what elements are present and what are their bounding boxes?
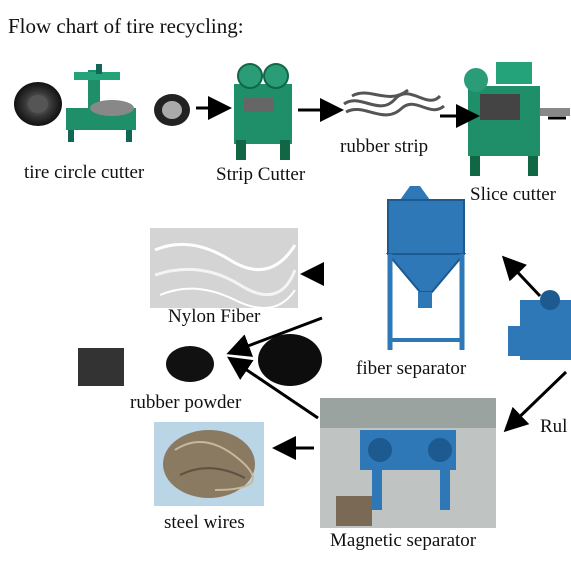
diagram-title: Flow chart of tire recycling: [8, 14, 244, 38]
arrow-fiber-separator-to-rubber-powder [226, 316, 323, 357]
rubber-strip-image [343, 88, 445, 117]
steel-wires-image [154, 422, 264, 506]
flow-arrows [196, 96, 568, 460]
magnetic-separator-label: Magnetic separator [330, 530, 477, 551]
rubber-ring-image [154, 94, 190, 126]
nylon-fiber-label: Nylon Fiber [168, 306, 261, 327]
slice-cutter-image [464, 62, 570, 176]
fiber-separator-image [385, 186, 467, 350]
arrow-rubber-to-fiber-separator [501, 255, 542, 298]
rubber-machine-label: Rul [540, 416, 568, 437]
strip-cutter-image [234, 63, 292, 160]
tire-image [14, 82, 62, 126]
magnetic-separator-image [320, 398, 496, 528]
steel-wires-label: steel wires [164, 512, 245, 533]
arrow-rubber-to-magnetic-separator [503, 370, 568, 433]
arrow-magnetic-separator-to-rubber-powder [227, 356, 319, 420]
tire-circle-cutter-label: tire circle cutter [24, 162, 145, 183]
rubber-machine-image [508, 290, 571, 360]
rubber-powder-label: rubber powder [130, 392, 242, 413]
nylon-fiber-image [150, 228, 298, 309]
tire-circle-cutter-image [66, 64, 136, 142]
strip-cutter-label: Strip Cutter [216, 164, 306, 185]
rubber-powder-image [78, 334, 322, 386]
fiber-separator-label: fiber separator [356, 358, 467, 379]
rubber-strip-label: rubber strip [340, 136, 429, 157]
slice-cutter-label: Slice cutter [470, 184, 556, 205]
